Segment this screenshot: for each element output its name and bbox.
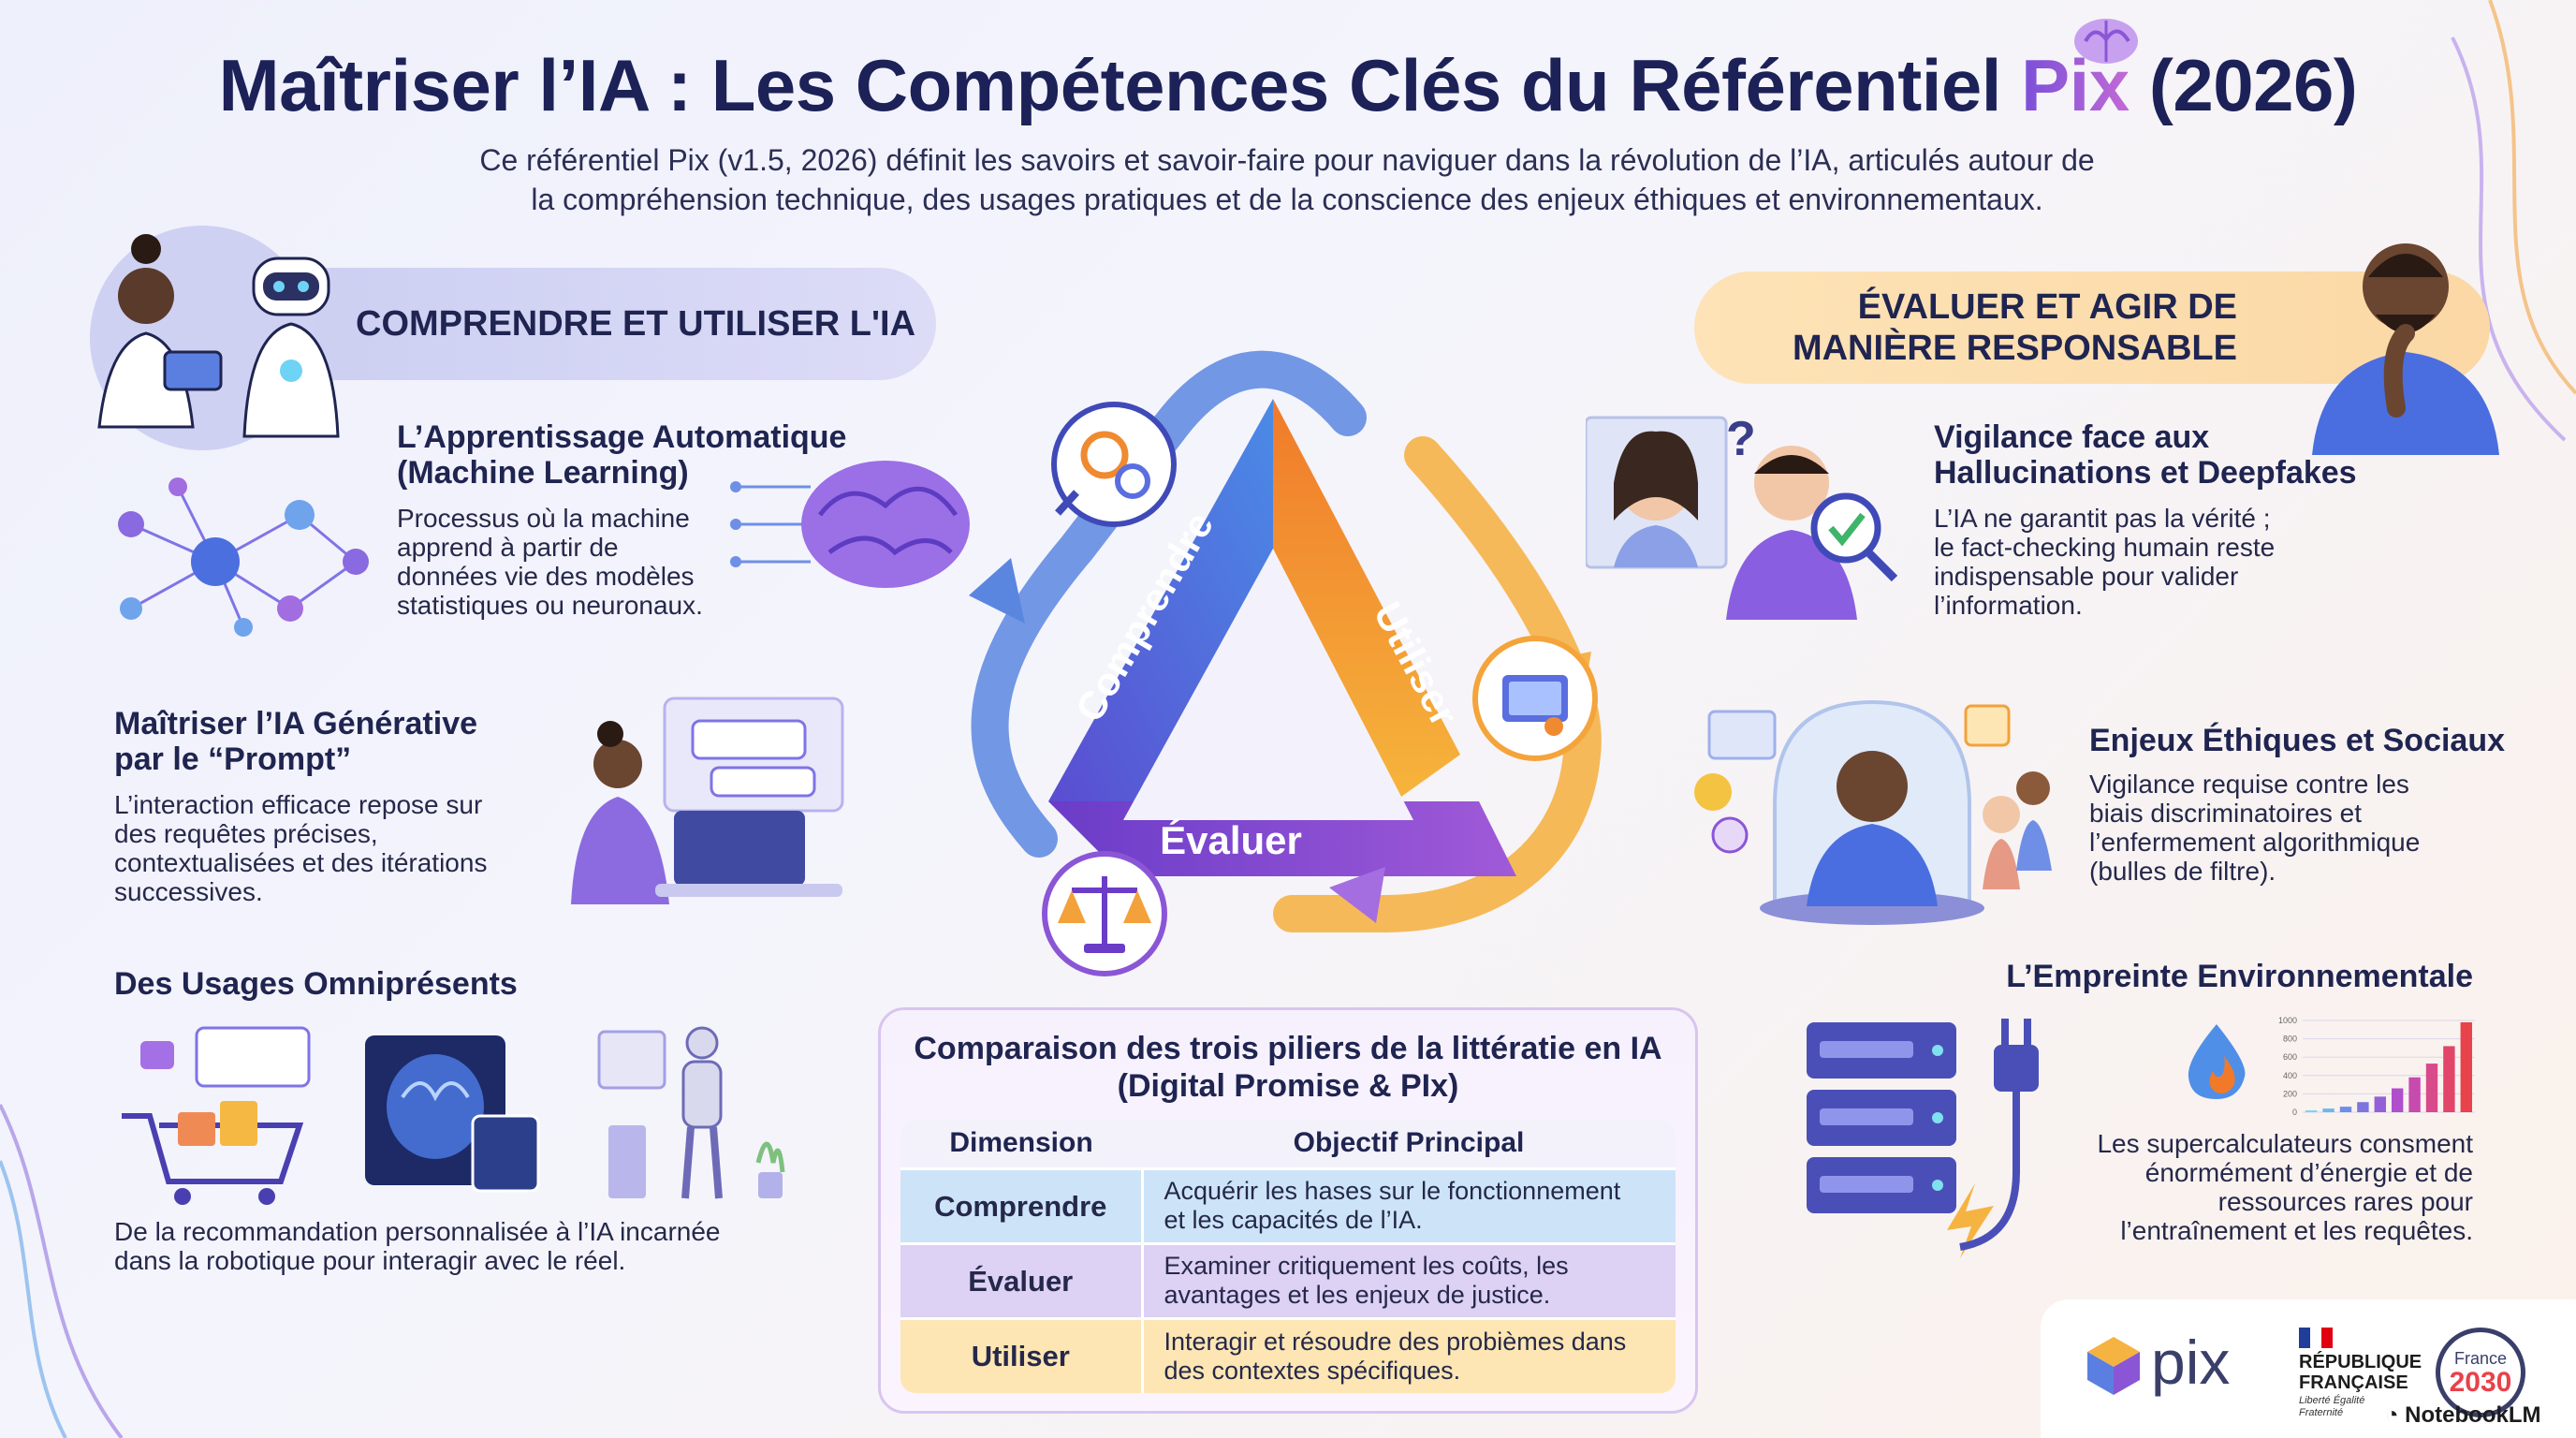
france-2030-logo: France 2030 [2436,1328,2525,1417]
water-flame-icon [2188,1024,2246,1099]
chart-tick-label: 600 [2283,1052,2297,1062]
chart-bar [2374,1096,2386,1112]
woman-robot-illustration [90,226,340,450]
chart-tick-label: 800 [2283,1034,2297,1044]
chart-bar [2322,1108,2334,1112]
energy-growth-chart: 1000 800 600 400 200 0 [2278,1016,2475,1117]
page-subtitle: Ce référentiel Pix (v1.5, 2026) définit … [479,143,2095,216]
item-text-ethics: Vigilance requise contre les biais discr… [2089,770,2421,886]
table-header-objectif: Objectif Principal [1142,1120,1676,1168]
table-cell-objectif: Acquérir les hases sur le fonctionnement… [1142,1167,1676,1243]
republique-motto: Liberté Égalité Fraternité [2299,1395,2365,1418]
balance-scale-icon [1042,851,1167,976]
chart-bar [2425,1064,2438,1112]
table-cell-dimension: Comprendre [900,1167,1144,1243]
item-title-hallucinations: Vigilance face aux Hallucinations et Dee… [1934,419,2357,491]
chart-bar [2392,1088,2404,1112]
item-title-usages: Des Usages Omniprésents [114,966,518,1002]
chart-bar [2460,1021,2472,1112]
server-plug-icon [1807,1019,2039,1258]
table-row: Évaluer Examiner critiquement les coûts,… [900,1241,1676,1318]
brain-scan-icon [365,1035,540,1193]
thinking-man-illustration [2312,243,2499,455]
section-title-evaluer-agir: ÉVALUER ET AGIR DE MANIÈRE RESPONSABLE [1694,271,2490,384]
circuit-brain-icon [730,461,970,588]
republique-francaise-logo: RÉPUBLIQUE FRANÇAISE [2299,1352,2422,1393]
notebooklm-watermark: ◔ NotebookLM [2385,1402,2541,1428]
chart-bar [2339,1107,2352,1112]
item-title-generative-prompt: Maîtriser l’IA Générative par le “Prompt… [114,706,478,777]
chart-bar [2305,1110,2318,1112]
prompt-user-laptop-illustration [571,697,844,904]
competency-cycle-diagram: Comprendre Utiliser Évaluer [969,350,1602,976]
deepfake-faces-illustration: ? [1586,412,1898,620]
usages-illustrations [122,1026,785,1205]
cycle-label-evaluer: Évaluer [1160,818,1302,862]
page-title: Maîtriser l’IA : Les Compétences Clés du… [218,44,2358,126]
svg-text:?: ? [1726,412,1756,466]
item-title-environment: L’Empreinte Environnementale [2006,959,2473,994]
item-text-environment: Les supercalculateurs consment énormémen… [2097,1129,2473,1245]
comparison-table-title: Comparaison des trois piliers de la litt… [914,1031,1662,1104]
item-title-machine-learning: L’Apprentissage Automatique (Machine Lea… [397,419,847,491]
item-text-hallucinations: L’IA ne garantit pas la vérité ; le fact… [1934,504,2276,620]
table-row: Utiliser Interagir et résoudre des probi… [900,1316,1676,1393]
chart-tick-label: 200 [2283,1089,2297,1098]
tablet-touch-icon [1472,636,1598,761]
table-cell-dimension: Utiliser [900,1316,1144,1393]
french-flag-icon [2299,1328,2333,1348]
humanoid-robot-icon [597,1026,785,1199]
item-title-ethics: Enjeux Éthiques et Sociaux [2089,723,2506,758]
brain-icon [2074,19,2138,64]
chart-tick-label: 400 [2283,1071,2297,1080]
table-cell-dimension: Évaluer [900,1241,1144,1318]
table-row: Comprendre Acquérir les hases sur le fon… [900,1167,1676,1243]
table-cell-objectif: Interagir et résoudre des probièmes dans… [1142,1316,1676,1393]
item-text-usages: De la recommandation personnalisée à l’I… [114,1217,721,1275]
table-header-row: Dimension Objectif Principal [900,1120,1676,1168]
chart-tick-label: 0 [2292,1108,2297,1117]
notebooklm-icon: ◔ [2385,1402,2406,1428]
gear-search-icon [1051,402,1177,527]
comparison-table: Dimension Objectif Principal Comprendre … [900,1120,1676,1393]
pix-logo-text: pix [2151,1328,2231,1397]
chart-bar [2443,1046,2455,1112]
neural-network-icon [118,477,369,637]
chart-tick-label: 1000 [2278,1016,2297,1025]
filter-bubble-illustration [1694,699,2052,925]
chart-bar [2408,1077,2421,1112]
table-header-dimension: Dimension [900,1120,1142,1168]
chart-bar [2357,1102,2369,1112]
shopping-cart-icon [122,1026,311,1205]
item-text-machine-learning: Processus où la machine apprend à partir… [397,504,703,620]
item-text-generative-prompt: L’interaction efficace repose sur des re… [114,790,488,906]
pix-logo-icon [2087,1337,2140,1395]
